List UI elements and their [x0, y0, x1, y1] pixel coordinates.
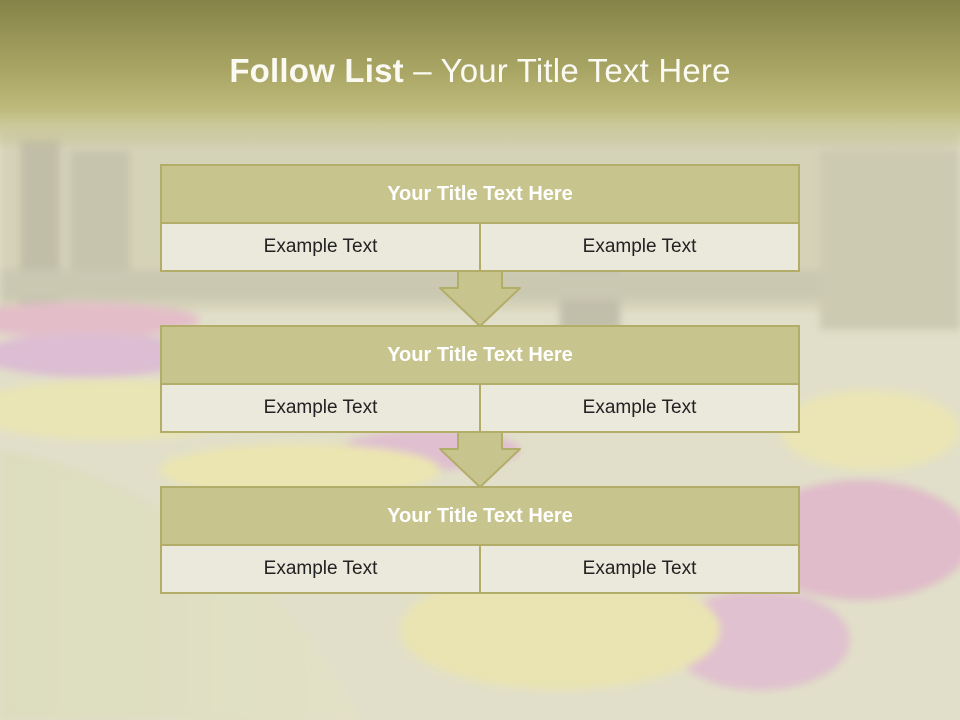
list-box-row: Example Text Example Text	[162, 546, 798, 592]
list-box-title: Your Title Text Here	[162, 166, 798, 224]
list-box-row: Example Text Example Text	[162, 385, 798, 431]
list-box-cell-right: Example Text	[479, 385, 798, 431]
down-arrow-icon	[439, 270, 521, 327]
slide-title-bold: Follow List	[229, 52, 404, 89]
down-arrow-icon	[439, 431, 521, 488]
list-box-cell-right: Example Text	[479, 546, 798, 592]
list-box-title: Your Title Text Here	[162, 488, 798, 546]
slide-title-rest: – Your Title Text Here	[403, 52, 731, 89]
list-box-title: Your Title Text Here	[162, 327, 798, 385]
list-box-1: Your Title Text Here Example Text Exampl…	[160, 164, 800, 272]
list-box-cell-right: Example Text	[479, 224, 798, 270]
list-box-cell-left: Example Text	[263, 397, 378, 418]
list-box-3: Your Title Text Here Example Text Exampl…	[160, 486, 800, 594]
list-box-2: Your Title Text Here Example Text Exampl…	[160, 325, 800, 433]
header-band	[0, 0, 960, 150]
list-box-cell-left: Example Text	[263, 236, 378, 257]
list-box-cell-left: Example Text	[263, 558, 378, 579]
slide-title: Follow List – Your Title Text Here	[0, 52, 960, 90]
list-box-row: Example Text Example Text	[162, 224, 798, 270]
